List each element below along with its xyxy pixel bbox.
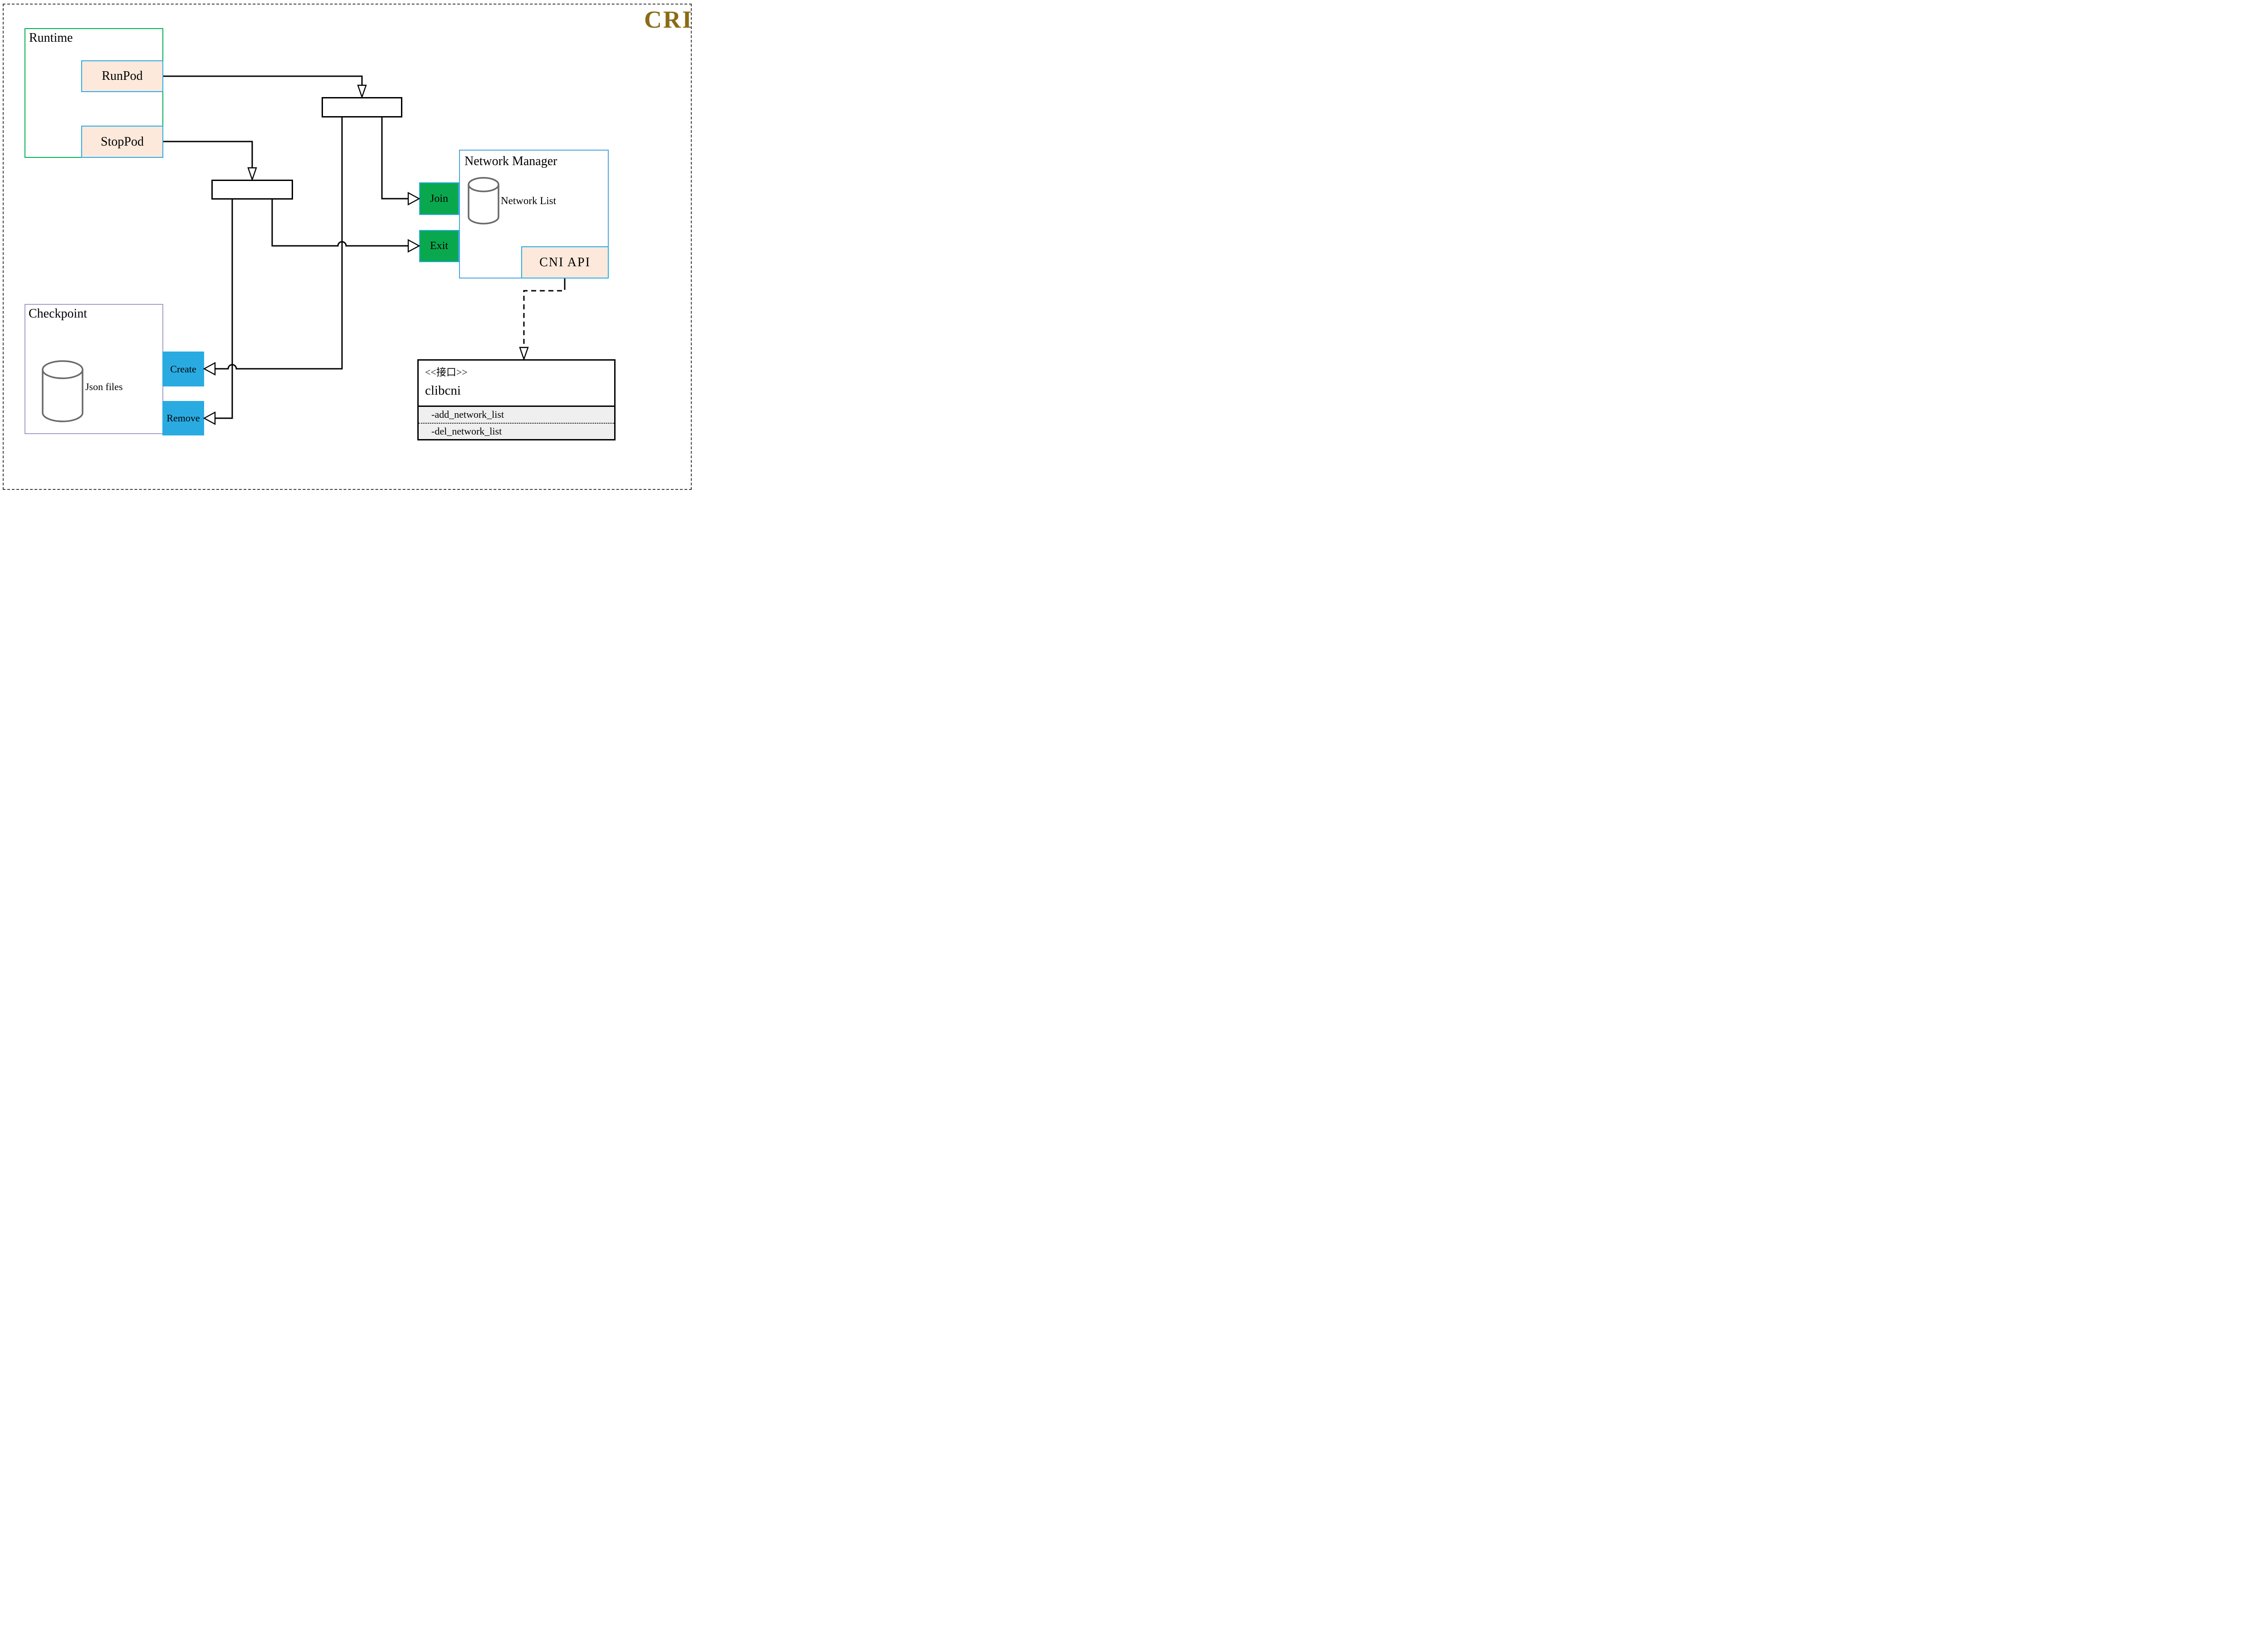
join-label: Join (430, 192, 448, 205)
clibcni-methods: -add_network_list -del_network_list (419, 406, 614, 439)
stoppod-button: StopPod (81, 126, 163, 158)
clibcni-header: <<接口>> clibcni (419, 361, 614, 406)
cni-api-label: CNI API (539, 255, 591, 269)
remove-label: Remove (166, 412, 200, 424)
json-files-label: Json files (85, 381, 123, 392)
checkpoint-label: Checkpoint (29, 307, 88, 321)
connector-node-b (211, 180, 293, 200)
join-button: Join (419, 182, 459, 215)
dashed-outer-frame (3, 4, 692, 490)
clibcni-name: clibcni (425, 383, 461, 398)
runpod-label: RunPod (102, 69, 143, 83)
clibcni-method-add: -add_network_list (419, 407, 614, 424)
clibcni-method-del: -del_network_list (431, 425, 502, 437)
exit-label: Exit (430, 240, 448, 252)
diagram-canvas: CRI Runtime RunPod StopPod Network Manag… (0, 0, 702, 494)
network-list-label: Network List (501, 195, 557, 206)
cni-api-box: CNI API (521, 246, 609, 279)
network-manager-label: Network Manager (464, 154, 557, 168)
stoppod-label: StopPod (101, 134, 144, 149)
clibcni-interface-box: <<接口>> clibcni -add_network_list -del_ne… (417, 359, 616, 440)
create-button: Create (162, 352, 204, 386)
exit-button: Exit (419, 230, 459, 262)
runtime-label: Runtime (29, 31, 73, 45)
runpod-button: RunPod (81, 60, 163, 92)
diagram-title: CRI (644, 6, 694, 33)
remove-button: Remove (162, 401, 204, 435)
connector-node-a (322, 97, 402, 117)
clibcni-stereotype: <<接口>> (425, 367, 468, 378)
create-label: Create (170, 363, 196, 375)
checkpoint-box (24, 304, 163, 434)
